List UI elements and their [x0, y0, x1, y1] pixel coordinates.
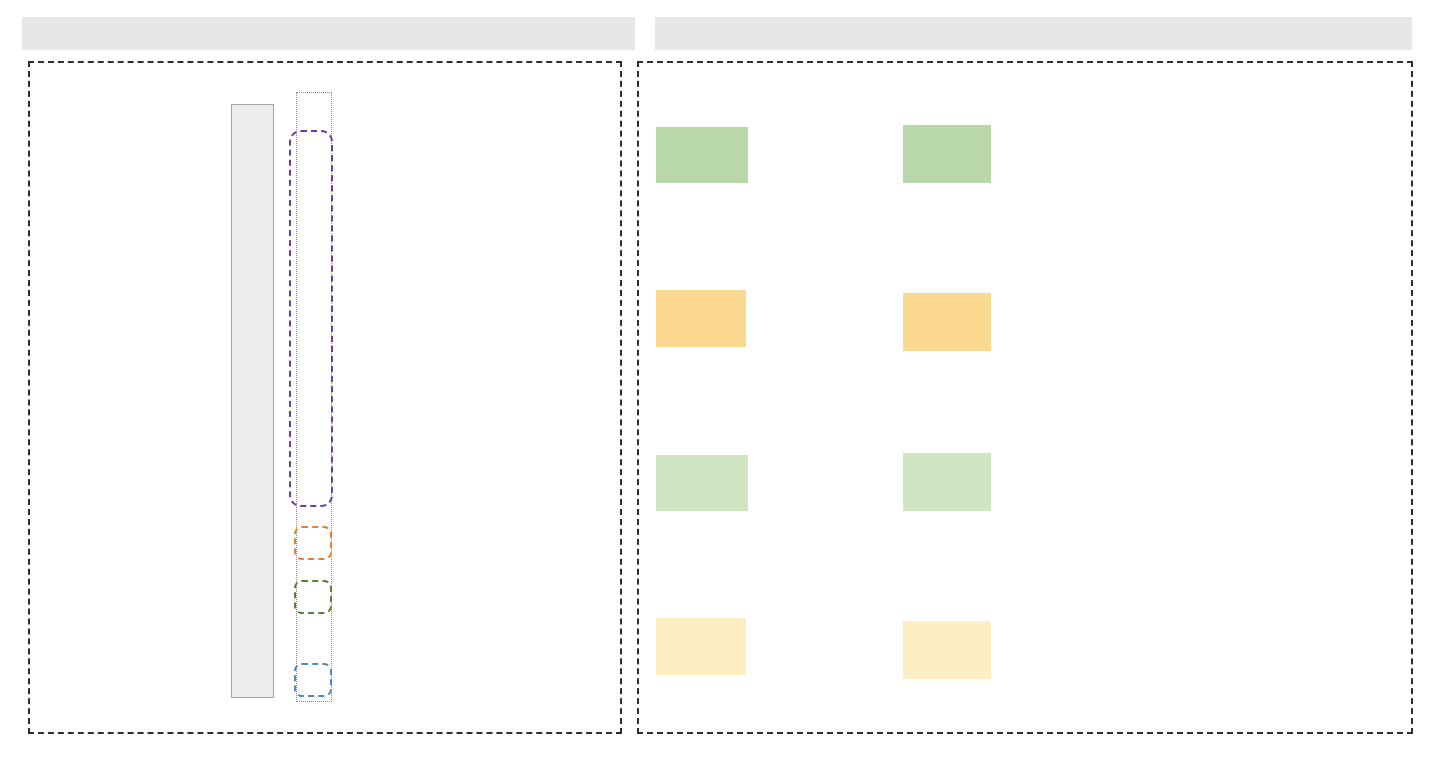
document-output-group-frame	[289, 130, 333, 507]
e2s-attention-box-2	[903, 453, 991, 511]
encoding-panel	[28, 61, 622, 734]
start-linear-box-2	[656, 455, 748, 511]
co-attention-label-2	[910, 550, 972, 570]
e2s-attention-box-1	[903, 125, 991, 183]
victim-output-frame	[294, 580, 332, 614]
start-linear-box-1	[656, 127, 748, 183]
s2e-attention-box-2	[903, 621, 991, 679]
individual-output-frame	[294, 526, 332, 560]
end-linear-box-2	[656, 618, 746, 675]
right-panel-title	[655, 17, 1412, 50]
left-panel-title	[22, 17, 635, 50]
labeling-panel	[637, 61, 1413, 734]
bert-encoder	[231, 104, 274, 698]
s2e-attention-box-1	[903, 293, 991, 351]
end-linear-box-1	[656, 290, 746, 347]
co-attention-label-1	[910, 222, 972, 242]
organization-output-frame	[294, 663, 332, 697]
